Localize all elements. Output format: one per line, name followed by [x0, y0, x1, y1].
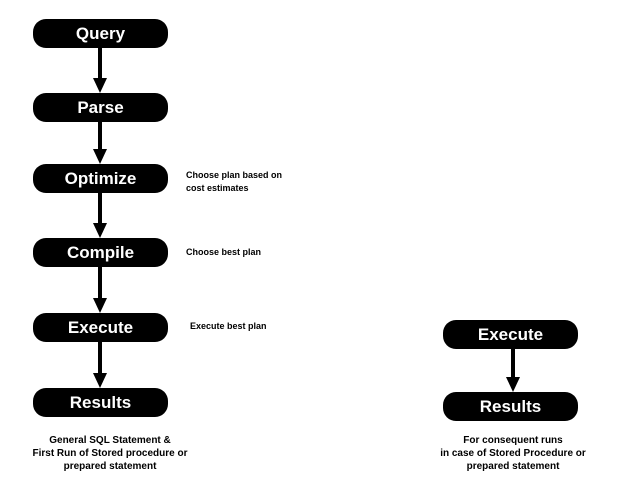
node-optimize: Optimize	[33, 164, 168, 193]
arrow-query-to-parse	[92, 48, 108, 93]
node-execute: Execute	[33, 313, 168, 342]
node-results: Results	[33, 388, 168, 417]
right-caption-line-1: For consequent runs	[463, 435, 563, 446]
arrow-optimize-to-compile	[92, 193, 108, 238]
note-compile-line-1: Choose best plan	[186, 247, 262, 257]
right-caption-line-2: in case of Stored Procedure or	[440, 448, 586, 459]
note-optimize: Choose plan based on cost estimates	[186, 169, 282, 195]
arrow-compile-to-execute	[92, 267, 108, 313]
arrow-parse-to-optimize	[92, 122, 108, 164]
left-caption-line-1: General SQL Statement &	[49, 435, 171, 446]
node-query: Query	[33, 19, 168, 48]
right-caption-line-3: prepared statement	[466, 461, 560, 472]
note-execute: Execute best plan	[190, 320, 267, 333]
note-compile: Choose best plan	[186, 246, 261, 259]
arrow-execute-to-results	[92, 342, 108, 388]
node-parse: Parse	[33, 93, 168, 122]
node-execute-cached: Execute	[443, 320, 578, 349]
left-flow-caption: General SQL Statement & First Run of Sto…	[10, 434, 210, 473]
left-caption-line-2: First Run of Stored procedure or	[32, 448, 188, 459]
right-flow-caption: For consequent runs in case of Stored Pr…	[408, 434, 618, 473]
node-results-cached: Results	[443, 392, 578, 421]
note-optimize-line-1: Choose plan based on	[186, 170, 283, 180]
left-caption-line-3: prepared statement	[63, 461, 157, 472]
node-compile: Compile	[33, 238, 168, 267]
arrow-execute-cached-to-results	[505, 349, 521, 392]
note-optimize-line-2: cost estimates	[186, 183, 249, 193]
note-execute-line-1: Execute best plan	[190, 321, 267, 331]
